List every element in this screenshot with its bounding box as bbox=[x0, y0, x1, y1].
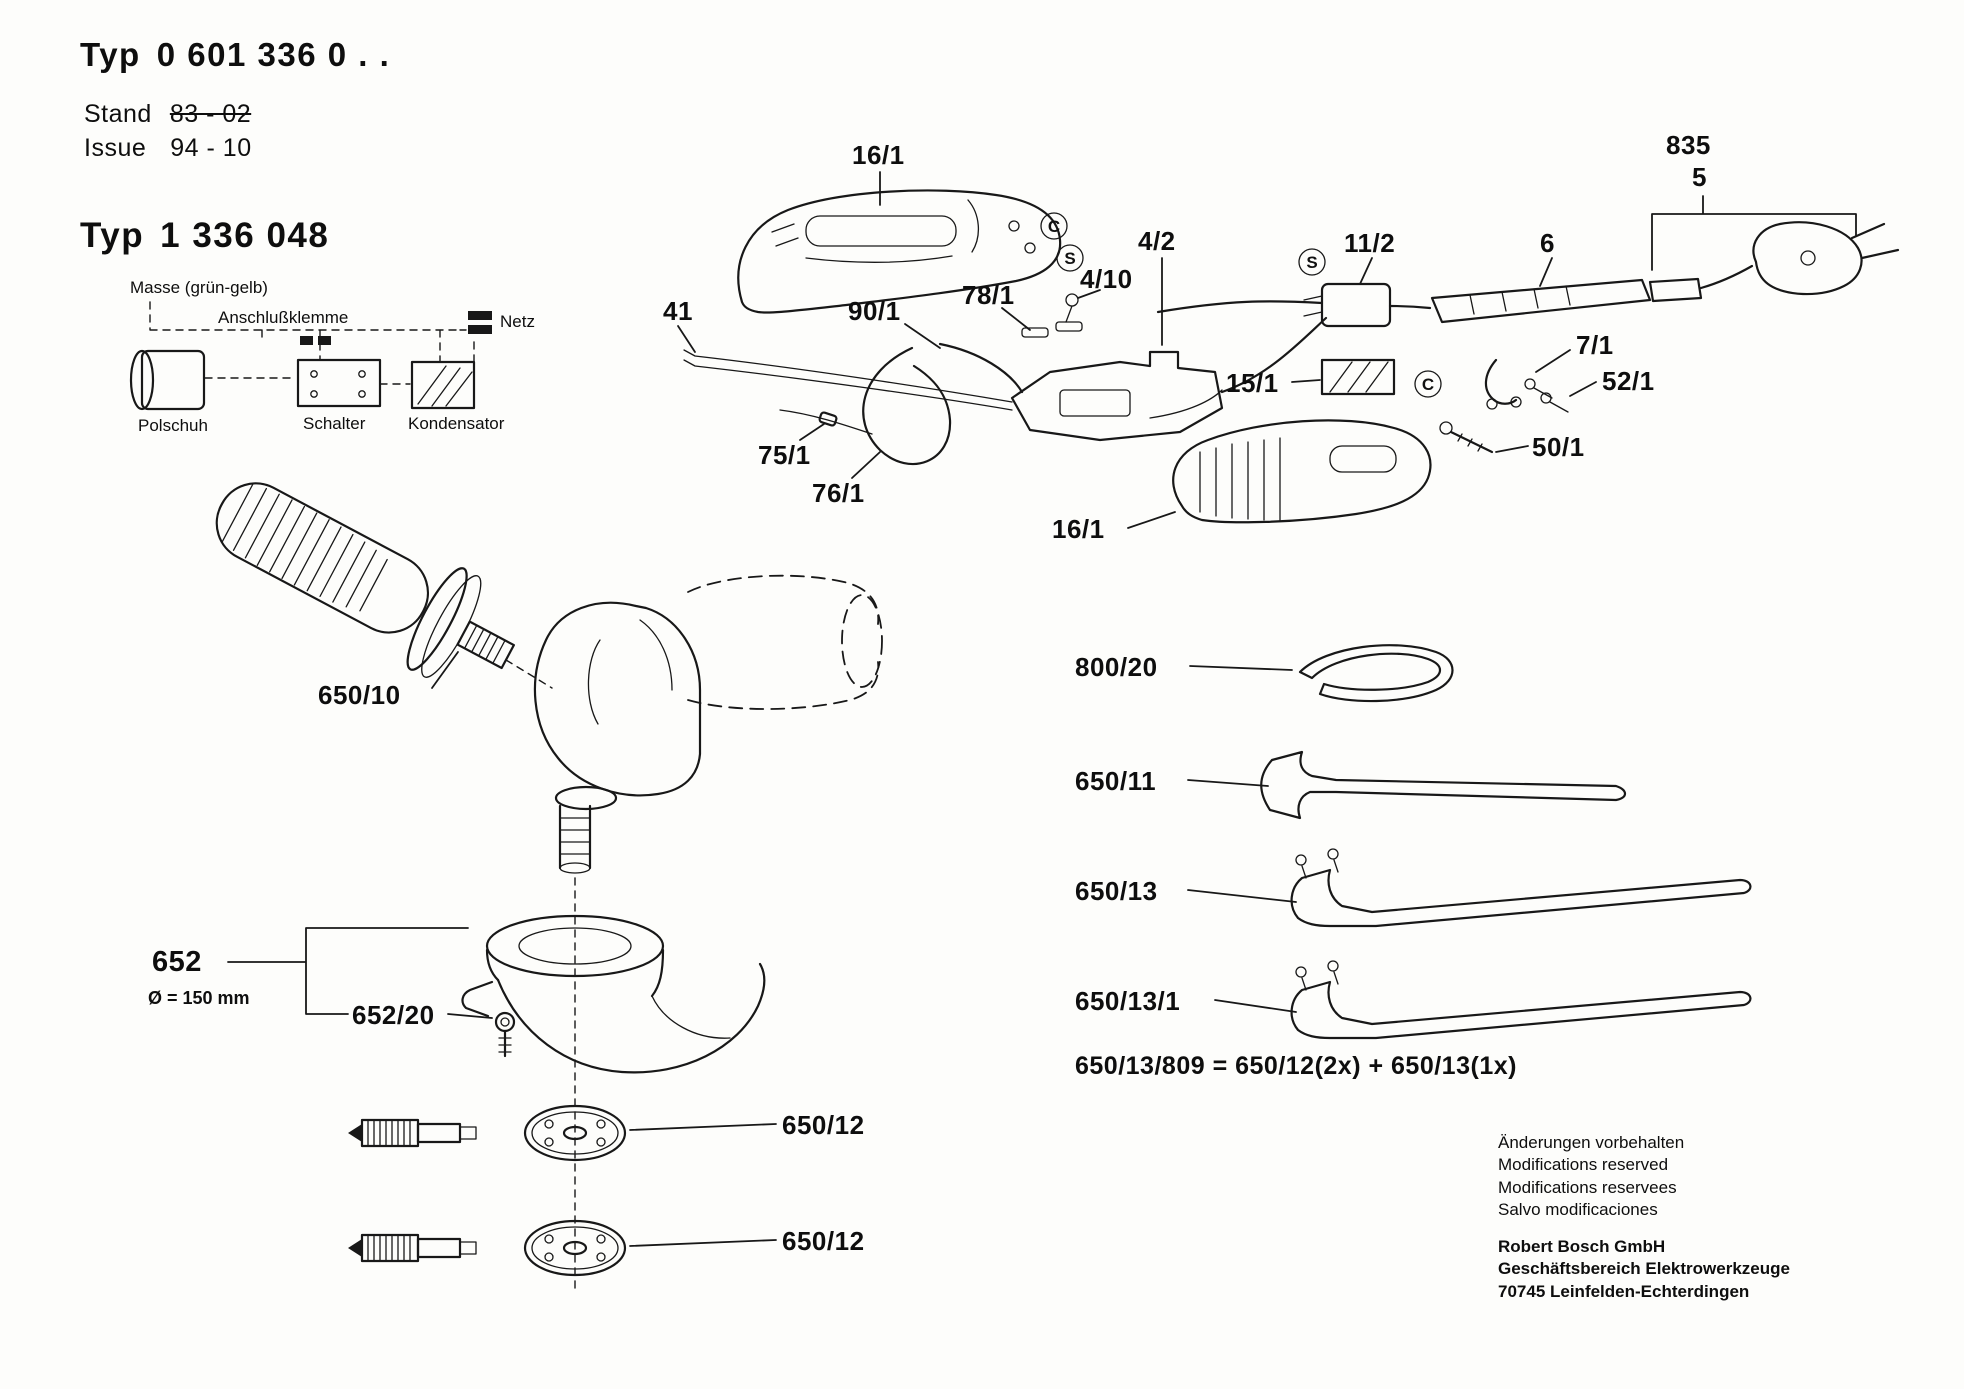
screw-4-10 bbox=[1065, 293, 1079, 323]
callout-flange-upper: 650/12 bbox=[782, 1110, 865, 1140]
tool-pin-spanner-variant bbox=[1290, 959, 1752, 1040]
callout-cord-set: 835 bbox=[1666, 130, 1711, 160]
issue-label: Issue bbox=[84, 134, 147, 162]
callout-aux-handle: 650/10 bbox=[318, 680, 401, 710]
aux-handle bbox=[215, 482, 515, 678]
footer-note: Änderungen vorbehalten bbox=[1498, 1133, 1685, 1152]
leader-lines bbox=[227, 171, 1857, 1247]
callout-housing-lower: 16/1 bbox=[1052, 514, 1105, 544]
footer-note: Salvo modificaciones bbox=[1498, 1200, 1658, 1220]
clamping-flange-lower bbox=[346, 1219, 627, 1277]
callout-housing-upper: 16/1 bbox=[852, 140, 905, 170]
callout-capacitor: 11/2 bbox=[1344, 228, 1396, 258]
callout-flange-lower: 650/12 bbox=[782, 1226, 865, 1256]
typ-value: 1 336 048 bbox=[160, 216, 330, 255]
callout-screw-52: 52/1 bbox=[1602, 366, 1655, 396]
footer-company-line: Geschäftsbereich Elektrowerkzeuge bbox=[1498, 1259, 1790, 1279]
label-netz: Netz bbox=[500, 312, 535, 331]
switch-assembly bbox=[1010, 316, 1328, 442]
callout-cord-set-sub: 5 bbox=[1692, 162, 1707, 192]
callout-wire-41: 41 bbox=[663, 296, 693, 326]
callout-open-wrench: 650/11 bbox=[1075, 766, 1157, 796]
grinder-head-ghost bbox=[505, 574, 883, 1289]
carbon-brush bbox=[1320, 358, 1396, 396]
tool-set-formula: 650/13/809 = 650/12(2x) + 650/13(1x) bbox=[1075, 1052, 1517, 1080]
screw-50-1 bbox=[1439, 421, 1494, 454]
terminal-78 bbox=[1021, 321, 1083, 338]
guard-screw bbox=[494, 1011, 516, 1058]
callout-pin-spanner: 650/13 bbox=[1075, 876, 1158, 906]
label-masse: Masse (grün-gelb) bbox=[130, 278, 268, 297]
callout-switch-insert: 4/2 bbox=[1138, 226, 1176, 256]
motor-housing-lower bbox=[1172, 419, 1432, 524]
label-schalter: Schalter bbox=[303, 414, 366, 433]
footer-note: Modifications reservees bbox=[1498, 1177, 1677, 1197]
stand-value: 83 - 02 bbox=[169, 100, 252, 128]
callout-screw-4-10: 4/10 bbox=[1080, 264, 1133, 294]
footer-notes: Änderungen vorbehalten Modifications res… bbox=[1498, 1132, 1684, 1222]
tool-wire-spanner bbox=[1298, 644, 1454, 703]
stand-line: Stand 83 - 02 bbox=[84, 100, 251, 129]
label-anschlussklemme: Anschlußklemme bbox=[218, 308, 349, 327]
callout-cord-sleeve: 6 bbox=[1540, 228, 1555, 258]
typ-value: 0 601 336 0 . . bbox=[156, 36, 391, 73]
type-number-primary: Typ 0 601 336 0 . . bbox=[80, 36, 390, 74]
footer-company: Robert Bosch GmbH Geschäftsbereich Elekt… bbox=[1498, 1236, 1790, 1303]
callout-lead-78: 78/1 bbox=[962, 280, 1015, 310]
footer-company-line: Robert Bosch GmbH bbox=[1498, 1237, 1666, 1256]
footer-company-line: 70745 Leinfelden-Echterdingen bbox=[1498, 1281, 1750, 1301]
assembly-symbol-s-top: S bbox=[1056, 244, 1084, 272]
wheel-guard bbox=[461, 914, 766, 1074]
typ-label: Typ bbox=[80, 36, 141, 73]
wiring-leads bbox=[683, 342, 1024, 466]
callout-clip-7: 7/1 bbox=[1576, 330, 1614, 360]
assembly-symbol-s-capacitor: S bbox=[1298, 248, 1326, 276]
clamping-flange-upper bbox=[348, 1104, 627, 1162]
symbol-s-text: S bbox=[1306, 253, 1317, 272]
callout-wire-spanner: 800/20 bbox=[1075, 652, 1158, 682]
clip-7-1 bbox=[1484, 358, 1522, 410]
suppression-capacitor bbox=[1303, 282, 1392, 328]
label-polschuh: Polschuh bbox=[138, 416, 208, 435]
callout-cable-76: 76/1 bbox=[812, 478, 865, 508]
power-cord-assembly bbox=[1156, 221, 1900, 324]
callout-connector-75: 75/1 bbox=[758, 440, 811, 470]
tool-pin-spanner bbox=[1290, 848, 1752, 928]
issue-value: 94 - 10 bbox=[170, 134, 252, 162]
callout-pin-spanner-variant: 650/13/1 bbox=[1075, 986, 1181, 1016]
callout-carbon-brush: 15/1 bbox=[1226, 368, 1279, 398]
label-kondensator: Kondensator bbox=[408, 414, 505, 433]
screws-52-1 bbox=[1524, 378, 1569, 413]
stand-label: Stand bbox=[84, 100, 152, 128]
guard-diameter: Ø = 150 mm bbox=[148, 988, 250, 1008]
symbol-c-text: C bbox=[1422, 375, 1434, 394]
symbol-c-text: C bbox=[1048, 217, 1060, 236]
issue-line: Issue 94 - 10 bbox=[84, 134, 252, 163]
symbol-s-text: S bbox=[1064, 249, 1075, 268]
typ-label: Typ bbox=[80, 216, 145, 255]
wiring-schematic bbox=[129, 301, 492, 411]
assembly-symbol-c-brush: C bbox=[1414, 370, 1442, 398]
callout-field-lead: 90/1 bbox=[848, 296, 901, 326]
assembly-symbol-c-top: C bbox=[1040, 212, 1068, 240]
type-number-secondary: Typ 1 336 048 bbox=[80, 216, 329, 256]
tool-open-end-wrench bbox=[1260, 750, 1627, 820]
callout-guard-screw: 652/20 bbox=[352, 1000, 435, 1030]
footer-note: Modifications reserved bbox=[1498, 1155, 1669, 1175]
callout-guard: 652 bbox=[152, 946, 202, 978]
callout-screw-50: 50/1 bbox=[1532, 432, 1585, 462]
